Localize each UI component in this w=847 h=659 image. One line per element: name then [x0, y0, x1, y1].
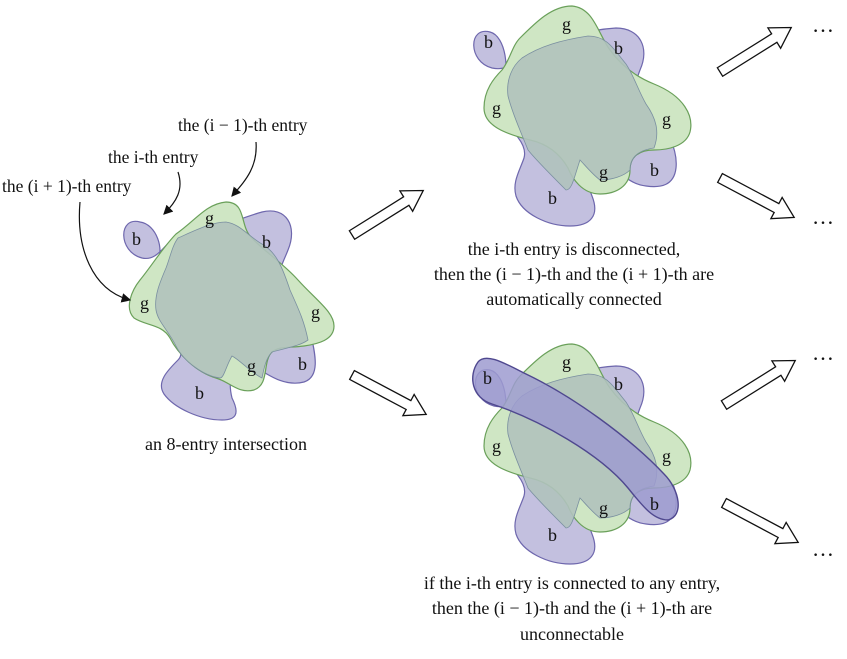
caption-intersection: an 8-entry intersection — [145, 434, 307, 454]
arrow-i-minus-1 — [231, 141, 257, 197]
arrow-bottom-down — [720, 497, 800, 545]
arrow-to-top — [348, 189, 425, 241]
ellipsis: … — [812, 204, 836, 229]
caption-connected: if the i-th entry is connected to any en… — [424, 573, 720, 644]
caption-line: automatically connected — [486, 289, 661, 309]
label-g: g — [247, 356, 256, 376]
label-g: g — [662, 109, 671, 129]
caption-line: if the i-th entry is connected to any en… — [424, 573, 720, 593]
arrow-top-down — [716, 172, 796, 220]
label-g: g — [311, 302, 320, 322]
overlap-region — [507, 35, 658, 191]
ellipsis: … — [812, 536, 836, 561]
arrow-top-up — [716, 26, 793, 78]
label-b: b — [195, 383, 204, 403]
label-g: g — [599, 498, 608, 518]
label-b: b — [483, 368, 492, 388]
label-b: b — [298, 354, 307, 374]
annotations: the (i − 1)-th entry the i-th entry the … — [2, 115, 308, 303]
label-g: g — [140, 293, 149, 313]
label-g: g — [492, 436, 501, 456]
label-g: g — [662, 446, 671, 466]
annotation-i-minus-1: the (i − 1)-th entry — [178, 115, 308, 135]
label-b: b — [650, 160, 659, 180]
label-g: g — [562, 352, 571, 372]
label-g: g — [562, 14, 571, 34]
label-b: b — [132, 229, 141, 249]
label-g: g — [205, 208, 214, 228]
arrow-to-bottom — [348, 369, 428, 417]
label-b: b — [650, 494, 659, 514]
annotation-i: the i-th entry — [108, 147, 199, 167]
caption-line: unconnectable — [520, 624, 624, 644]
caption-line: the i-th entry is disconnected, — [468, 239, 680, 259]
overlap-region — [155, 221, 309, 379]
figure-intersection: b g b g g g b b — [123, 201, 335, 421]
figure-connected: b g b g g g b b — [472, 343, 692, 565]
arrow-i-plus-1 — [78, 201, 132, 303]
ellipsis: … — [812, 12, 836, 37]
label-b: b — [548, 525, 557, 545]
label-b: b — [614, 38, 623, 58]
label-g: g — [599, 162, 608, 182]
figure-disconnected: b g b g g g b b — [473, 5, 692, 227]
caption-disconnected: the i-th entry is disconnected, then the… — [434, 239, 714, 309]
ellipsis: … — [812, 340, 836, 365]
label-g: g — [492, 98, 501, 118]
arrow-bottom-up — [720, 359, 797, 411]
caption-line: then the (i − 1)-th and the (i + 1)-th a… — [434, 264, 714, 285]
annotation-i-plus-1: the (i + 1)-th entry — [2, 176, 132, 196]
caption-line: then the (i − 1)-th and the (i + 1)-th a… — [432, 598, 712, 619]
label-b: b — [262, 232, 271, 252]
arrow-i — [163, 171, 181, 215]
label-b: b — [548, 188, 557, 208]
label-b: b — [614, 374, 623, 394]
connection-band — [472, 357, 679, 521]
label-b: b — [484, 32, 493, 52]
